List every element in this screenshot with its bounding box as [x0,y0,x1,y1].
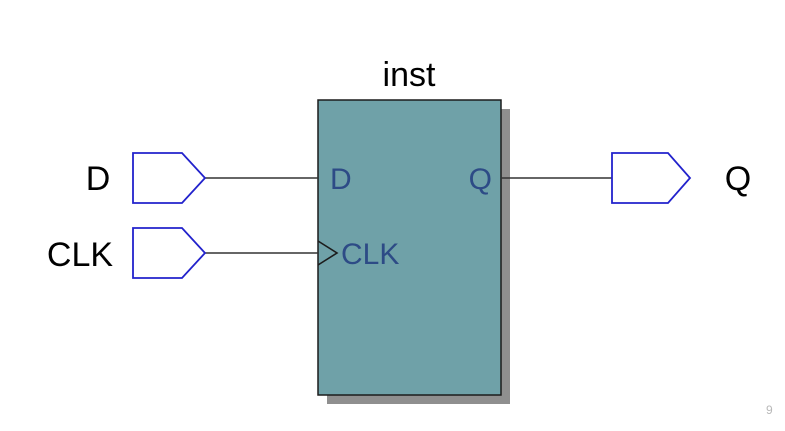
output-pin-q[interactable] [611,152,692,204]
input-pin-d[interactable] [132,152,207,204]
block-port-label-q: Q [469,163,492,196]
clock-edge-triangle-icon [317,240,339,266]
watermark-text: 9 [766,403,773,417]
pin-name-label-clk: CLK [47,236,113,274]
block-port-label-d: D [330,163,352,196]
input-pin-clk[interactable] [132,227,207,279]
dff-block[interactable] [317,99,502,396]
pin-name-label-d: D [86,160,111,198]
instance-name-label: inst [383,56,436,94]
pin-name-label-q: Q [725,160,751,198]
block-port-label-clk: CLK [341,238,399,271]
